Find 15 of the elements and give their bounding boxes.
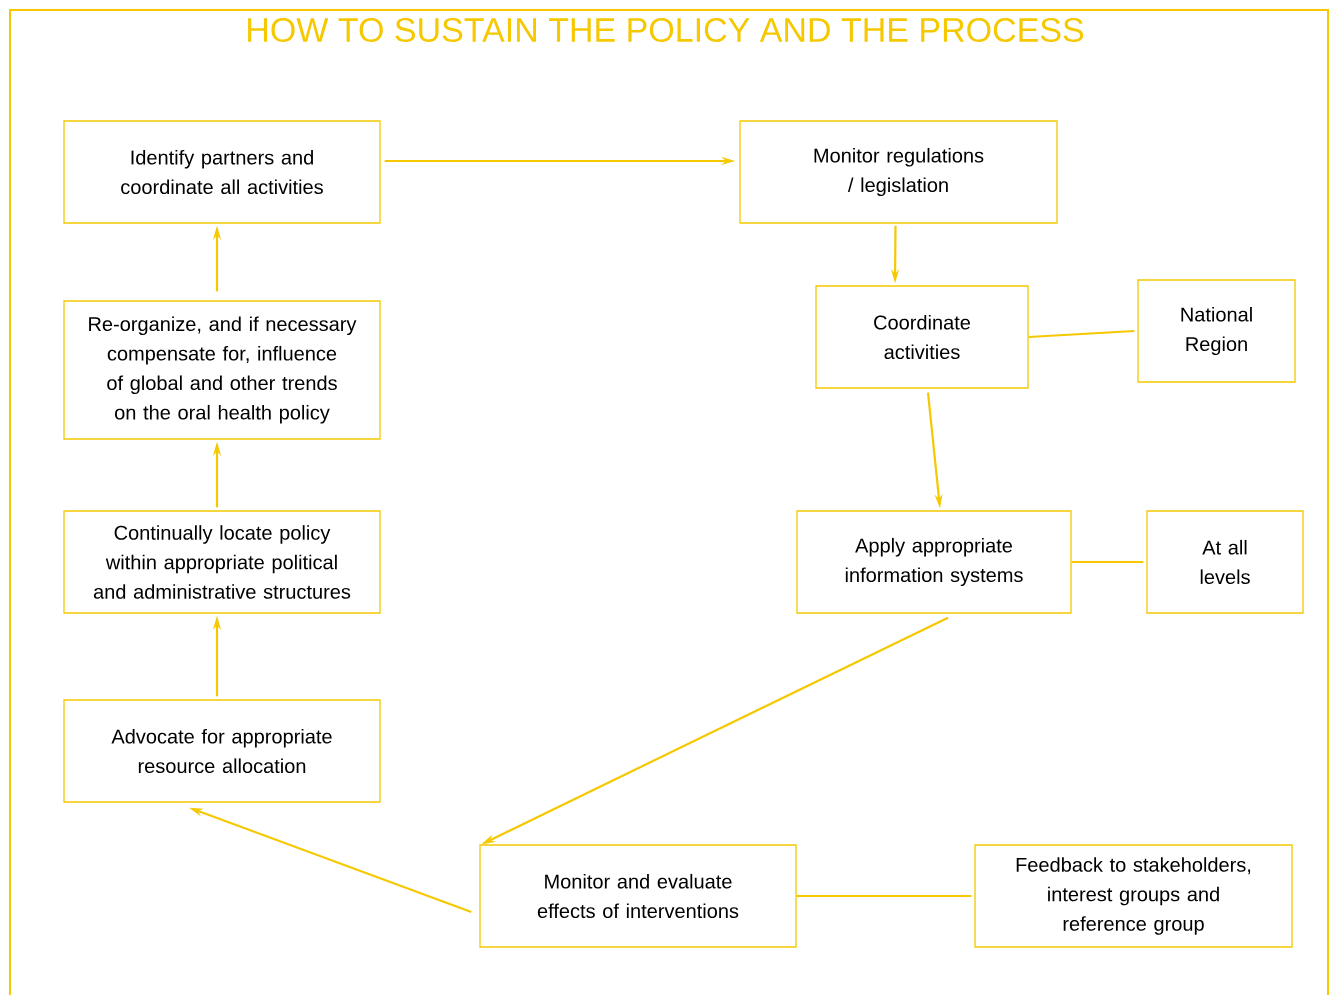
title: HOW TO SUSTAIN THE POLICY AND THE PROCESS [248,17,1084,43]
connector-line [1071,560,1144,564]
process-box: Apply appropriate information systems [796,510,1072,614]
process-box: Advocate for appropriate resource allocation [63,699,381,803]
process-box: Continually locate policy within appropriate political and administrative structures [63,510,381,614]
process-box: Coordinate activities [815,285,1029,389]
connector-line [1028,329,1135,339]
process-box: National Region [1137,279,1296,383]
process-box: Feedback to stakeholders, interest groups and reference group [974,844,1293,948]
process-box: Monitor and evaluate effects of interventions [479,844,797,948]
connector-line [796,894,972,898]
process-box: At all levels [1146,510,1304,614]
process-box: Re-organize, and if necessary compensate for, influence of global and other trends on the oral health policy [63,300,381,440]
process-box: Identify partners and coordinate all activities [63,120,381,224]
process-box: Monitor regulations / legislation [739,120,1058,224]
